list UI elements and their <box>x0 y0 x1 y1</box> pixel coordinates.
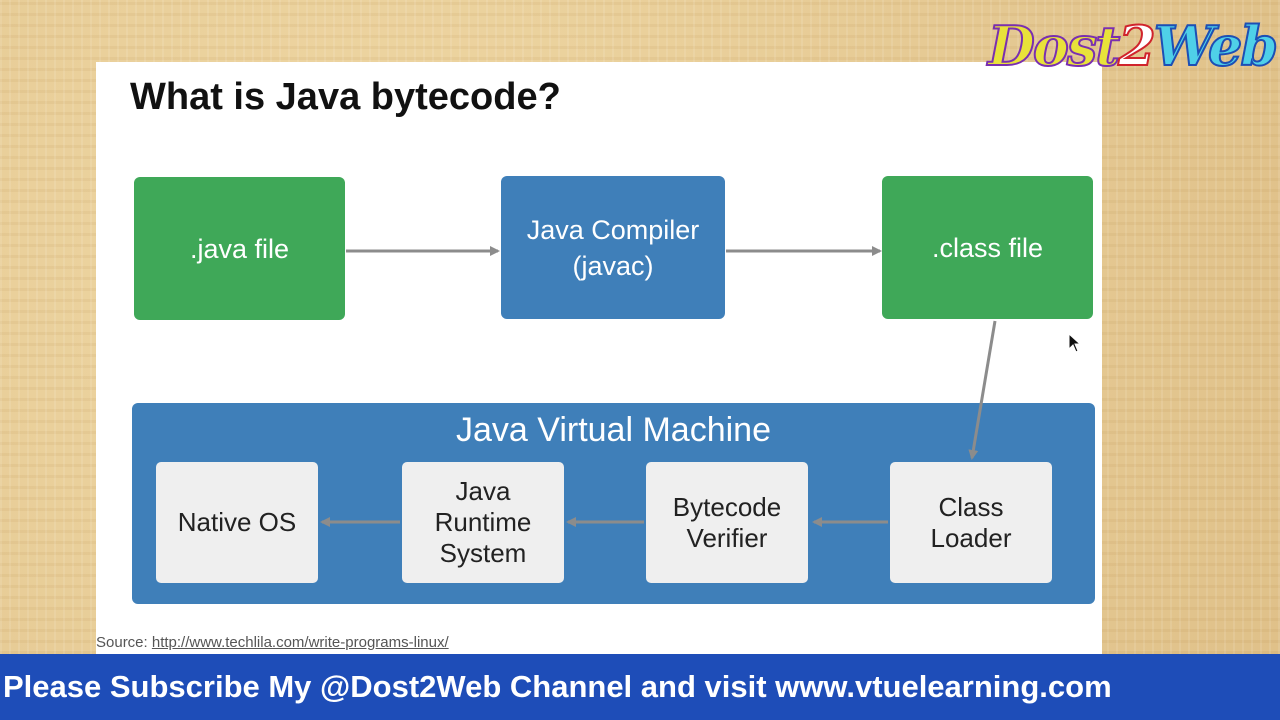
logo-part-2: 2 <box>1117 13 1157 79</box>
native-os-node: Native OS <box>156 462 318 583</box>
java-runtime-system-node: Java Runtime System <box>402 462 564 583</box>
source-link[interactable]: http://www.techlila.com/write-programs-l… <box>151 634 449 651</box>
source-citation: Source: http://www.techlila.com/write-pr… <box>96 634 449 651</box>
mouse-cursor-icon <box>1068 333 1082 353</box>
banner-text: Please Subscribe My @Dost2Web Channel an… <box>3 669 1112 704</box>
logo-part-web: Web <box>1153 13 1279 79</box>
java-file-node: .java file <box>134 177 345 320</box>
source-label: Source: <box>96 634 148 651</box>
slide-title: What is Java bytecode? <box>130 76 561 118</box>
bytecode-verifier-node: Bytecode Verifier <box>646 462 808 583</box>
dost2web-logo: Dost2Web <box>987 13 1279 92</box>
slide: What is Java bytecode? .java file Java C… <box>96 62 1102 654</box>
subscribe-banner: Please Subscribe My @Dost2Web Channel an… <box>0 654 1280 720</box>
class-loader-node: Class Loader <box>890 462 1052 583</box>
jvm-title: Java Virtual Machine <box>456 411 771 449</box>
java-compiler-node: Java Compiler (javac) <box>501 176 725 319</box>
logo-part-dost: Dost <box>987 13 1121 79</box>
class-file-node: .class file <box>882 176 1093 319</box>
jvm-container: Java Virtual Machine Native OS Java Runt… <box>132 403 1095 604</box>
